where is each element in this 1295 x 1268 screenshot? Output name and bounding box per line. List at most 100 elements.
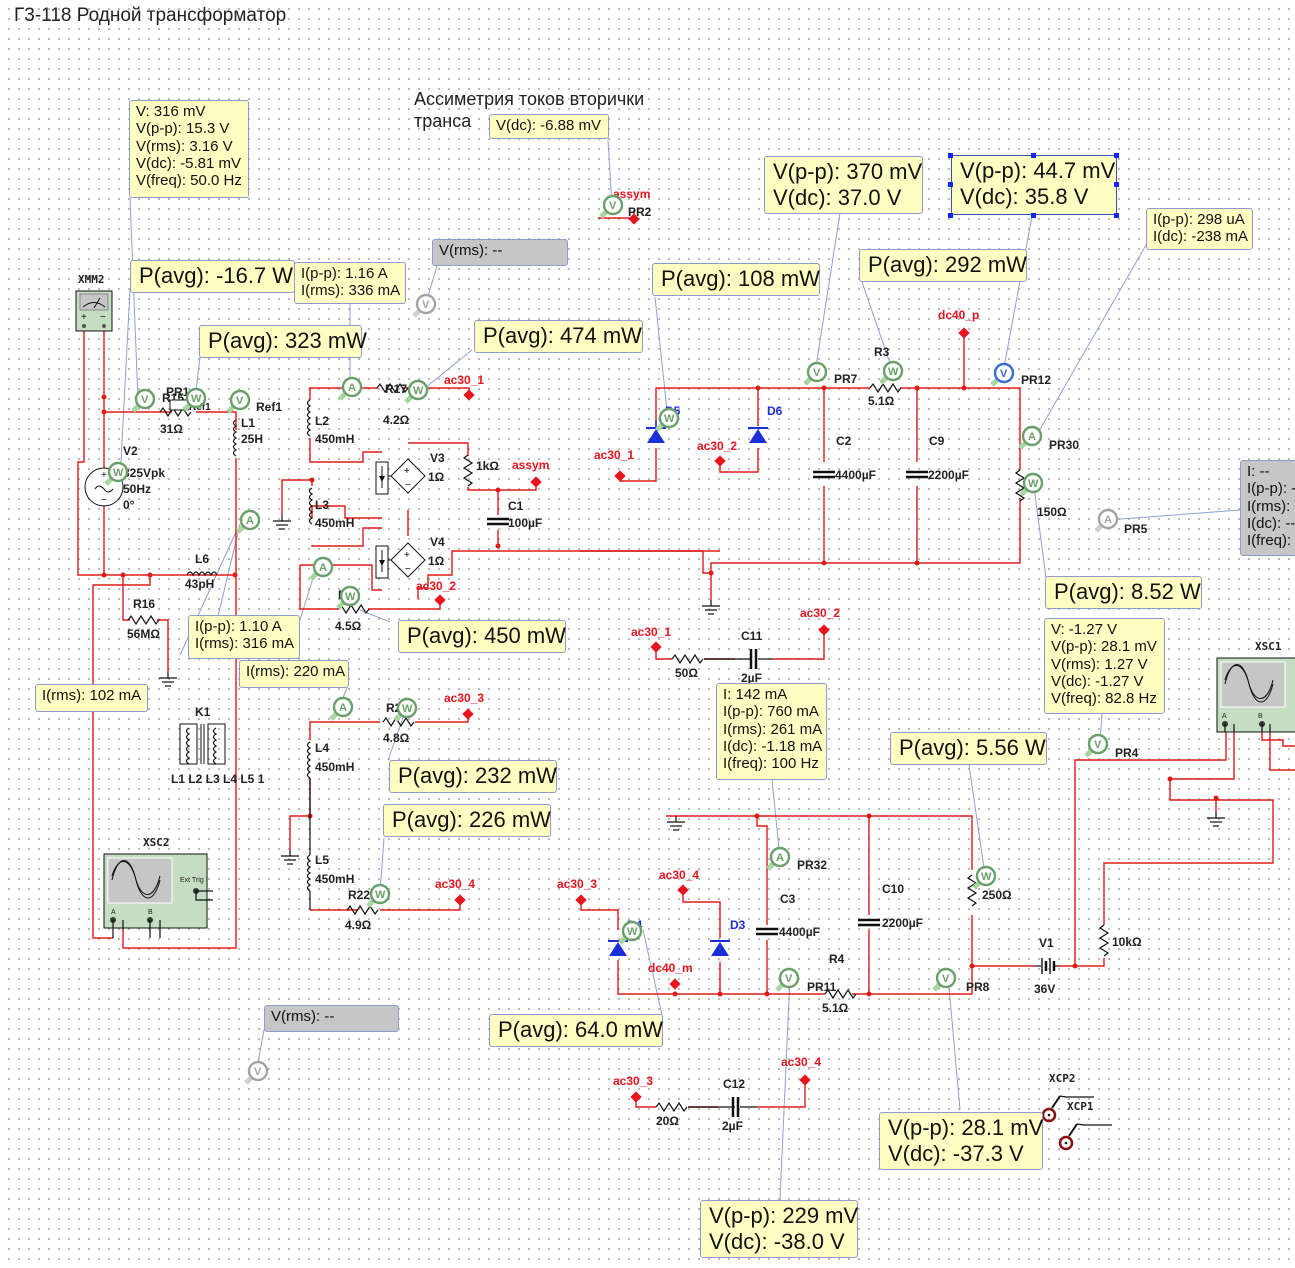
v2-power-readout[interactable]: P(avg): -16.7 W: [130, 260, 295, 293]
svg-text:+: +: [404, 466, 410, 477]
k1-label: K1: [195, 705, 211, 719]
net-assym: assym: [613, 187, 650, 201]
svg-text:V: V: [236, 395, 244, 407]
power-probe-pr1[interactable]: PR1 Ref1: [166, 385, 211, 413]
r17-power-readout[interactable]: P(avg): 474 mW: [474, 320, 643, 353]
capacitor-c11[interactable]: C11 2µF: [704, 629, 773, 685]
resistor-20[interactable]: 20Ω: [655, 1102, 688, 1128]
c3-current-readout[interactable]: I: 142 mA I(p-p): 760 mA I(rms): 261 mA …: [716, 683, 827, 780]
battery-v1[interactable]: V1 36V: [1034, 936, 1058, 996]
pr5-current-readout[interactable]: I: -- I(p-p): -- I(rms): -- I(dc): -- I(…: [1240, 460, 1295, 556]
l2-current-readout[interactable]: I(p-p): 1.16 A I(rms): 336 mA: [294, 262, 406, 304]
r19-power-readout[interactable]: P(avg): 450 mW: [398, 620, 566, 653]
selection-handle[interactable]: [1031, 153, 1036, 158]
pr8-voltage-readout[interactable]: V(p-p): 28.1 mV V(dc): -37.3 V: [879, 1112, 1043, 1170]
transformer-k1[interactable]: K1 L1 L2 L3 L4 L5 1: [171, 705, 265, 786]
inductor-l4[interactable]: L4 450mH: [306, 741, 355, 779]
resistor-r22[interactable]: R22 4.9Ω: [345, 888, 379, 932]
resistor-1k[interactable]: 1kΩ: [463, 454, 499, 487]
net-ac30-4: ac30_4: [659, 868, 699, 882]
inductor-l2[interactable]: L2 450mH: [306, 399, 355, 446]
current-probe-xcp2[interactable]: XCP2: [1041, 1072, 1094, 1123]
net-dc40-m: dc40_m: [648, 961, 693, 975]
pr11-voltage-readout[interactable]: V(p-p): 229 mV V(dc): -38.0 V: [700, 1200, 858, 1258]
r22-power-readout[interactable]: P(avg): 226 mW: [383, 804, 551, 837]
capacitor-c9[interactable]: C9 2200µF: [904, 434, 969, 482]
probes[interactable]: V W V W A A W V A W A W W V W V W V A W …: [106, 196, 1117, 1083]
r4-value: 5.1Ω: [822, 1001, 849, 1015]
l1-current-readout[interactable]: I(p-p): 1.10 A I(rms): 316 mA: [188, 615, 300, 659]
inductor-l5[interactable]: L5 450mH: [306, 853, 355, 892]
oscilloscope-xsc2[interactable]: XSC2 Ext Trig A B: [103, 836, 213, 938]
capacitor-c1[interactable]: C1 100µF: [485, 499, 542, 530]
inductor-l3[interactable]: L3 450mH: [308, 487, 355, 530]
resistor-250[interactable]: 250Ω: [967, 874, 1012, 907]
resistor-r3[interactable]: R3 5.1Ω: [868, 345, 902, 408]
pr30-current-readout[interactable]: I(p-p): 298 uA I(dc): -238 mA: [1146, 208, 1253, 250]
load150-power-readout[interactable]: P(avg): 8.52 W: [1045, 576, 1202, 609]
net-ac30-2: ac30_2: [800, 606, 840, 620]
svg-text:W: W: [375, 889, 386, 901]
oscilloscope-xsc1[interactable]: XSC1 A B: [1216, 640, 1295, 733]
load250-power-readout[interactable]: P(avg): 5.56 W: [890, 732, 1047, 765]
pr12-label: PR12: [1021, 373, 1051, 387]
unused-voltage-readout-top[interactable]: V(rms): --: [432, 239, 568, 266]
pr12-voltage-readout[interactable]: V(p-p): 44.7 mV V(dc): 35.8 V: [951, 155, 1117, 215]
d4-power-readout[interactable]: P(avg): 64.0 mW: [489, 1014, 663, 1047]
pr4-voltage-readout[interactable]: V: -1.27 V V(p-p): 28.1 mV V(rms): 1.27 …: [1044, 618, 1165, 714]
net-ac30-1: ac30_1: [594, 448, 634, 462]
resistor-10k[interactable]: 10kΩ: [1099, 924, 1142, 957]
net-assym: assym: [512, 458, 549, 472]
svg-text:V: V: [141, 394, 149, 406]
l3-value: 450mH: [315, 516, 354, 530]
current-probe-pr32: A: [768, 848, 789, 869]
r3-power-readout[interactable]: P(avg): 292 mW: [859, 249, 1027, 282]
capacitor-c10[interactable]: C10 2200µF: [856, 882, 923, 930]
d5-power-readout[interactable]: P(avg): 108 mW: [652, 263, 820, 296]
r16-current-readout[interactable]: I(rms): 102 mA: [35, 684, 148, 712]
multimeter-xmm2[interactable]: XMM2 +−: [75, 273, 113, 332]
inductor-l6[interactable]: L6 43pH: [185, 552, 218, 591]
selection-handle[interactable]: [1031, 213, 1036, 218]
resistor-150[interactable]: 150Ω: [1015, 469, 1067, 519]
r2-value: 4.8Ω: [383, 731, 410, 745]
current-probe-xcp1[interactable]: XCP1: [1058, 1100, 1112, 1151]
ref1-label: Ref1: [256, 400, 282, 414]
xsc2-label: XSC2: [143, 836, 170, 849]
r15-power-readout[interactable]: P(avg): 323 mW: [199, 325, 367, 358]
cccs-v4[interactable]: +− V4 1Ω: [375, 535, 445, 579]
pr7-voltage-readout[interactable]: V(p-p): 370 mV V(dc): 37.0 V: [764, 156, 923, 214]
r1k-value: 1kΩ: [476, 459, 499, 473]
selection-handle[interactable]: [948, 213, 953, 218]
r2-power-readout[interactable]: P(avg): 232 mW: [389, 760, 557, 793]
v2-voltage-readout[interactable]: V: 316 mV V(p-p): 15.3 V V(rms): 3.16 V …: [129, 100, 249, 198]
voltage-probe-pr7: V: [805, 363, 826, 384]
current-probe: A: [331, 698, 352, 719]
svg-text:W: W: [191, 393, 202, 405]
selection-handle[interactable]: [1114, 182, 1119, 187]
diode-d3[interactable]: D3: [709, 918, 746, 957]
svg-text:W: W: [664, 413, 675, 425]
assym-voltage-readout[interactable]: V(dc): -6.88 mV: [489, 114, 609, 139]
capacitor-c3[interactable]: C3 4400µF: [754, 892, 820, 939]
v1-name: V1: [1039, 936, 1054, 950]
unused-voltage-readout-bottom[interactable]: V(rms): --: [264, 1005, 399, 1032]
resistor-r4[interactable]: R4 5.1Ω: [822, 952, 857, 1015]
svg-text:V: V: [785, 973, 793, 985]
l4-current-readout[interactable]: I(rms): 220 mA: [239, 660, 349, 688]
selection-handle[interactable]: [948, 153, 953, 158]
capacitor-c12[interactable]: C12 2µF: [688, 1077, 757, 1133]
selection-handle[interactable]: [948, 182, 953, 187]
capacitor-c2[interactable]: C2 4400µF: [811, 434, 876, 482]
selection-handle[interactable]: [1114, 153, 1119, 158]
selection-handle[interactable]: [1114, 213, 1119, 218]
r4-name: R4: [829, 952, 845, 966]
cccs-v3[interactable]: +− V3 1Ω: [375, 451, 445, 495]
resistor-r16[interactable]: R16 56MΩ: [127, 597, 160, 641]
diode-d6[interactable]: D6: [747, 404, 783, 444]
resistor-r17[interactable]: R17 4.2Ω: [376, 382, 410, 427]
r19-value: 4.5Ω: [335, 619, 362, 633]
resistor-50[interactable]: 50Ω: [671, 654, 704, 680]
inductor-l1[interactable]: L1 25H: [232, 416, 264, 457]
